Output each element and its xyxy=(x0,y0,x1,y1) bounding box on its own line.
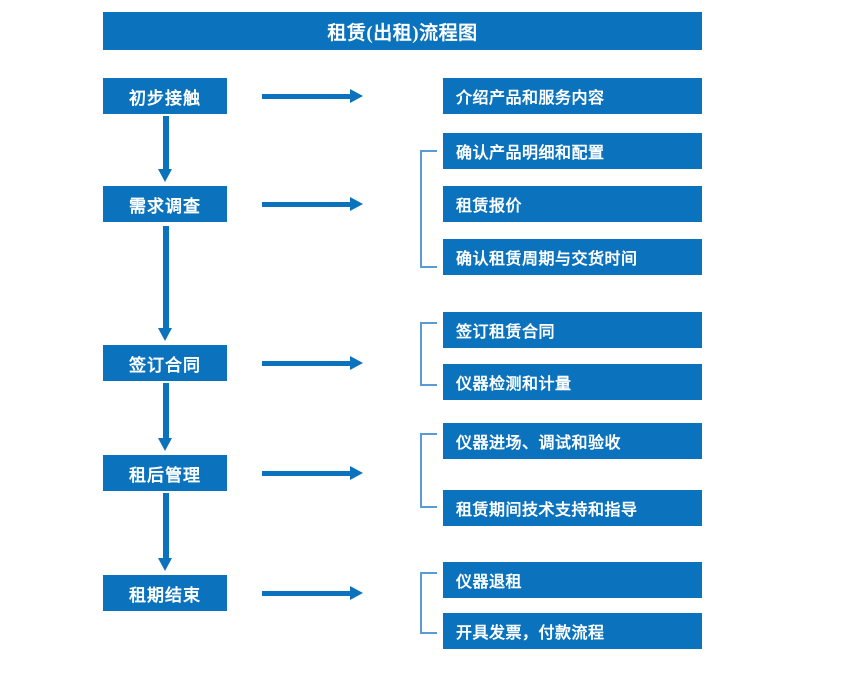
arrow-shaft xyxy=(262,361,351,366)
detail-box-2[interactable]: 确认产品明细和配置 xyxy=(443,133,702,169)
arrow-shaft xyxy=(262,202,351,207)
arrow-head xyxy=(158,328,172,341)
horizontal-arrow-3 xyxy=(262,356,363,370)
detail-box-8[interactable]: 租赁期间技术支持和指导 xyxy=(443,490,702,526)
horizontal-arrow-5 xyxy=(262,586,363,600)
arrow-head xyxy=(350,586,363,600)
detail-box-5[interactable]: 签订租赁合同 xyxy=(443,312,702,348)
arrow-shaft xyxy=(163,493,169,558)
arrow-shaft xyxy=(163,226,169,328)
arrow-head xyxy=(158,558,172,571)
detail-box-4[interactable]: 确认租赁周期与交货时间 xyxy=(443,239,702,275)
group-bracket-2 xyxy=(420,322,437,386)
stage-box-4[interactable]: 租后管理 xyxy=(103,455,227,491)
arrow-head xyxy=(158,169,172,182)
detail-box-7[interactable]: 仪器进场、调试和验收 xyxy=(443,423,702,459)
detail-box-6[interactable]: 仪器检测和计量 xyxy=(443,364,702,400)
arrow-shaft xyxy=(262,94,351,99)
arrow-shaft xyxy=(163,116,169,169)
detail-box-9[interactable]: 仪器退租 xyxy=(443,562,702,598)
diagram-title: 租赁(出租)流程图 xyxy=(103,12,702,50)
arrow-head xyxy=(350,197,363,211)
horizontal-arrow-4 xyxy=(262,466,363,480)
horizontal-arrow-2 xyxy=(262,197,363,211)
stage-box-3[interactable]: 签订合同 xyxy=(103,345,227,381)
vertical-arrow-4 xyxy=(158,493,173,571)
detail-box-3[interactable]: 租赁报价 xyxy=(443,186,702,222)
vertical-arrow-2 xyxy=(158,226,173,341)
arrow-head xyxy=(350,356,363,370)
arrow-shaft xyxy=(262,591,351,596)
vertical-arrow-3 xyxy=(158,383,173,451)
arrow-shaft xyxy=(163,383,169,438)
group-bracket-4 xyxy=(420,572,437,634)
arrow-head xyxy=(350,466,363,480)
group-bracket-3 xyxy=(420,433,437,508)
stage-box-2[interactable]: 需求调查 xyxy=(103,186,227,222)
arrow-shaft xyxy=(262,471,351,476)
stage-box-1[interactable]: 初步接触 xyxy=(103,78,227,114)
arrow-head xyxy=(350,89,363,103)
stage-box-5[interactable]: 租期结束 xyxy=(103,575,227,611)
detail-box-10[interactable]: 开具发票，付款流程 xyxy=(443,613,702,649)
detail-box-1[interactable]: 介绍产品和服务内容 xyxy=(443,78,702,114)
vertical-arrow-1 xyxy=(158,116,173,182)
group-bracket-1 xyxy=(420,150,437,268)
arrow-head xyxy=(158,438,172,451)
horizontal-arrow-1 xyxy=(262,89,363,103)
